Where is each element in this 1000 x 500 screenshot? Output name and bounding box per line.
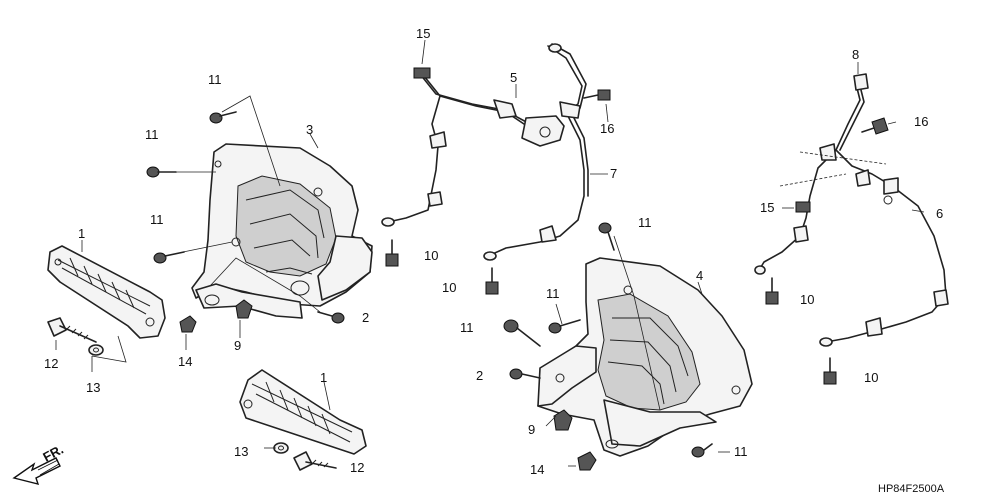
callout-15: 15 [416,26,430,41]
callout-10: 10 [800,292,814,307]
screw-2-right [509,368,541,380]
callout-12: 12 [44,356,58,371]
bolt-10-right-b [823,357,837,385]
callout-11: 11 [145,127,159,142]
callout-13: 13 [86,380,100,395]
washer-13-upper [88,344,104,356]
front-direction-arrow [12,457,61,485]
screw-11-right-top [598,222,615,251]
mudguard-right [537,257,753,457]
callout-11: 11 [460,320,474,335]
screw-11-right-low [691,443,713,458]
callout-labels: 1 1 2 2 3 4 5 6 7 8 9 9 10 10 10 10 11 1… [44,26,943,477]
callout-10: 10 [424,248,438,263]
screw-11-right-mid2 [548,319,581,334]
bolt-10-right-a [765,277,779,305]
bolt-12-lower [293,451,337,471]
grommet-9-left [235,299,253,319]
wire-harness-7 [381,101,589,261]
callout-9: 9 [528,422,535,437]
callout-11: 11 [150,212,164,227]
screw-2-left [317,311,345,324]
bolt-15-right [795,201,811,213]
screw-11-top [209,111,237,124]
grommet-9-right [553,409,573,431]
footpeg-left-upper [47,245,166,339]
callout-4: 4 [696,268,703,283]
callout-6: 6 [936,206,943,221]
callout-16: 16 [600,121,614,136]
clip-14-right [577,451,597,471]
callout-11: 11 [734,444,748,459]
bolt-10-left [385,239,399,267]
bolt-16-right [861,117,889,135]
callout-15: 15 [760,200,774,215]
callout-14: 14 [178,354,192,369]
callout-1: 1 [78,226,85,241]
callout-13: 13 [234,444,248,459]
footpeg-left-lower [239,369,367,455]
callout-14: 14 [530,462,544,477]
callout-9: 9 [234,338,241,353]
direction-label: FR. [40,442,66,465]
screw-11-low [153,251,185,264]
callout-11: 11 [208,72,222,87]
clip-14-left [179,315,197,333]
callout-11: 11 [546,286,560,301]
bolt-10-center [485,267,499,295]
mudguard-left [191,143,373,319]
bolt-16-center [583,89,611,101]
callout-2: 2 [476,368,483,383]
screw-11-right-mid [503,319,541,347]
callout-8: 8 [852,47,859,62]
callout-16: 16 [914,114,928,129]
washer-13-lower [273,442,289,454]
callout-7: 7 [610,166,617,181]
callout-5: 5 [510,70,517,85]
screw-11-mid [146,166,177,178]
wire-harness-6 [754,73,949,347]
callout-11: 11 [638,215,652,230]
bolt-15-center [413,67,431,79]
callout-10: 10 [442,280,456,295]
diagram-code: HP84F2500A [878,483,945,495]
callout-3: 3 [306,122,313,137]
callout-10: 10 [864,370,878,385]
wire-harness-5 [387,43,587,223]
callout-2: 2 [362,310,369,325]
callout-1: 1 [320,370,327,385]
callout-12: 12 [350,460,364,475]
bolt-12-upper [47,317,97,343]
